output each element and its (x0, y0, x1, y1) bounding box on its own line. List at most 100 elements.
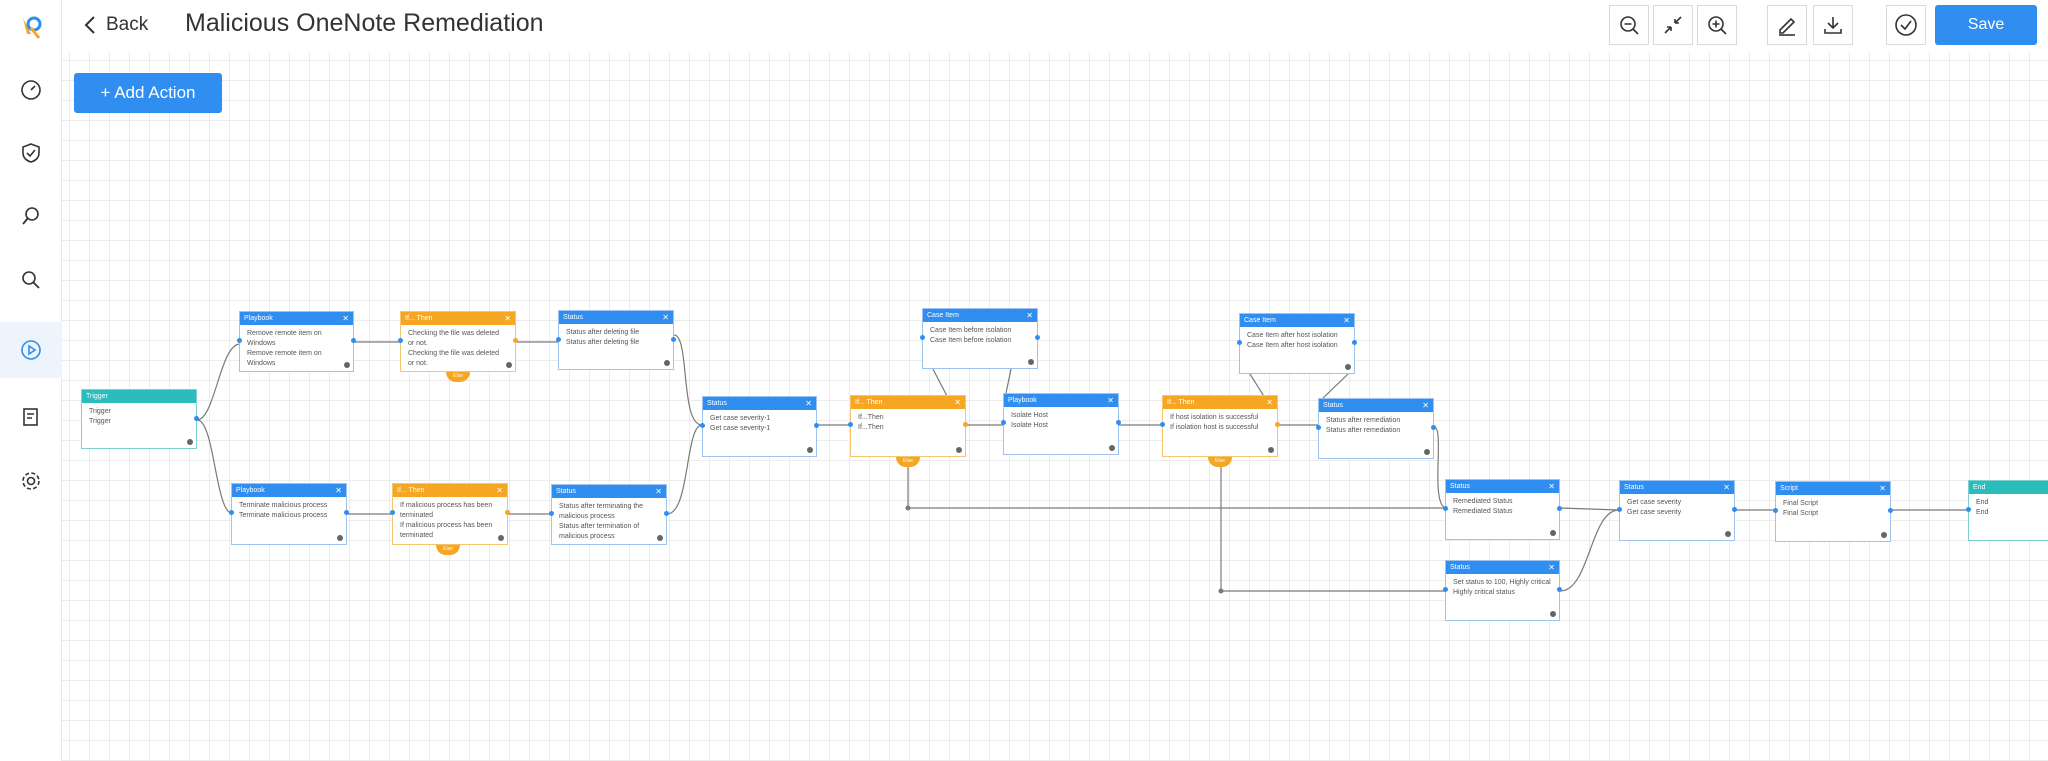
logo-icon[interactable] (0, 0, 62, 56)
download-button[interactable] (1813, 5, 1853, 45)
zoom-in-button[interactable] (1697, 5, 1737, 45)
validate-button[interactable] (1886, 5, 1926, 45)
investigate-icon[interactable] (0, 188, 62, 244)
input-port[interactable] (556, 337, 561, 342)
settings-icon[interactable] (0, 453, 62, 509)
close-icon[interactable]: ✕ (1343, 316, 1350, 325)
close-icon[interactable]: ✕ (1107, 396, 1114, 405)
input-port[interactable] (1966, 507, 1971, 512)
output-port[interactable] (1557, 587, 1562, 592)
gear-icon[interactable] (344, 362, 350, 368)
close-icon[interactable]: ✕ (805, 399, 812, 408)
gear-icon[interactable] (664, 360, 670, 366)
output-port[interactable] (344, 510, 349, 515)
input-port[interactable] (229, 510, 234, 515)
close-icon[interactable]: ✕ (335, 486, 342, 495)
output-port[interactable] (1035, 335, 1040, 340)
back-button[interactable]: Back (84, 12, 148, 38)
output-port[interactable] (351, 338, 356, 343)
close-icon[interactable]: ✕ (342, 314, 349, 323)
else-branch[interactable]: Else (1208, 457, 1232, 467)
else-branch[interactable]: Else (446, 372, 470, 382)
gear-icon[interactable] (187, 439, 193, 445)
input-port[interactable] (237, 338, 242, 343)
zoom-out-button[interactable] (1609, 5, 1649, 45)
input-port[interactable] (1617, 507, 1622, 512)
output-port[interactable] (1431, 425, 1436, 430)
save-button[interactable]: Save (1935, 5, 2037, 45)
close-icon[interactable]: ✕ (1723, 483, 1730, 492)
output-port[interactable] (1275, 422, 1280, 427)
gear-icon[interactable] (1725, 531, 1731, 537)
node-if-isolation[interactable]: If... Then✕ If host isolation is success… (1160, 395, 1280, 457)
close-icon[interactable]: ✕ (655, 487, 662, 496)
node-if-deleted[interactable]: If... Then✕ Checking the file was delete… (398, 311, 518, 372)
output-port[interactable] (814, 423, 819, 428)
close-icon[interactable]: ✕ (1422, 401, 1429, 410)
gear-icon[interactable] (657, 535, 663, 541)
output-port[interactable] (1732, 507, 1737, 512)
input-port[interactable] (390, 510, 395, 515)
search-icon[interactable] (0, 252, 62, 308)
input-port[interactable] (700, 423, 705, 428)
playbook-icon[interactable] (0, 322, 62, 378)
output-port[interactable] (664, 511, 669, 516)
output-port[interactable] (1116, 420, 1121, 425)
gear-icon[interactable] (1550, 611, 1556, 617)
gear-icon[interactable] (1345, 364, 1351, 370)
gear-icon[interactable] (1424, 449, 1430, 455)
close-icon[interactable]: ✕ (1548, 482, 1555, 491)
input-port[interactable] (1160, 422, 1165, 427)
input-port[interactable] (1001, 420, 1006, 425)
else-branch[interactable]: Else (896, 457, 920, 467)
input-port[interactable] (1237, 340, 1242, 345)
gear-icon[interactable] (498, 535, 504, 541)
input-port[interactable] (549, 511, 554, 516)
close-icon[interactable]: ✕ (504, 314, 511, 323)
output-port[interactable] (505, 510, 510, 515)
input-port[interactable] (848, 422, 853, 427)
gear-icon[interactable] (1109, 445, 1115, 451)
close-icon[interactable]: ✕ (662, 313, 669, 322)
close-icon[interactable]: ✕ (1548, 563, 1555, 572)
dashboard-icon[interactable] (0, 62, 62, 118)
gear-icon[interactable] (956, 447, 962, 453)
close-icon[interactable]: ✕ (1879, 484, 1886, 493)
gear-icon[interactable] (337, 535, 343, 541)
close-icon[interactable]: ✕ (1026, 311, 1033, 320)
close-icon[interactable]: ✕ (1266, 398, 1273, 407)
input-port[interactable] (1443, 506, 1448, 511)
node-status-critical[interactable]: Status✕ Set status to 100, Highly critic… (1443, 560, 1562, 621)
gear-icon[interactable] (1028, 359, 1034, 365)
gear-icon[interactable] (1550, 530, 1556, 536)
input-port[interactable] (920, 335, 925, 340)
else-branch[interactable]: Else (436, 545, 460, 555)
add-action-button[interactable]: + Add Action (74, 73, 222, 113)
gear-icon[interactable] (1881, 532, 1887, 538)
reports-icon[interactable] (0, 389, 62, 445)
node-case-item-after[interactable]: Case Item✕ Case Item after host isolatio… (1237, 313, 1357, 374)
close-icon[interactable]: ✕ (496, 486, 503, 495)
output-port[interactable] (1352, 340, 1357, 345)
node-if-terminated[interactable]: If... Then✕ If malicious process has bee… (390, 483, 510, 545)
output-port[interactable] (194, 416, 199, 421)
gear-icon[interactable] (807, 447, 813, 453)
output-port[interactable] (1557, 506, 1562, 511)
output-port[interactable] (1888, 508, 1893, 513)
shield-icon[interactable] (0, 125, 62, 181)
input-port[interactable] (1443, 587, 1448, 592)
input-port[interactable] (1316, 425, 1321, 430)
